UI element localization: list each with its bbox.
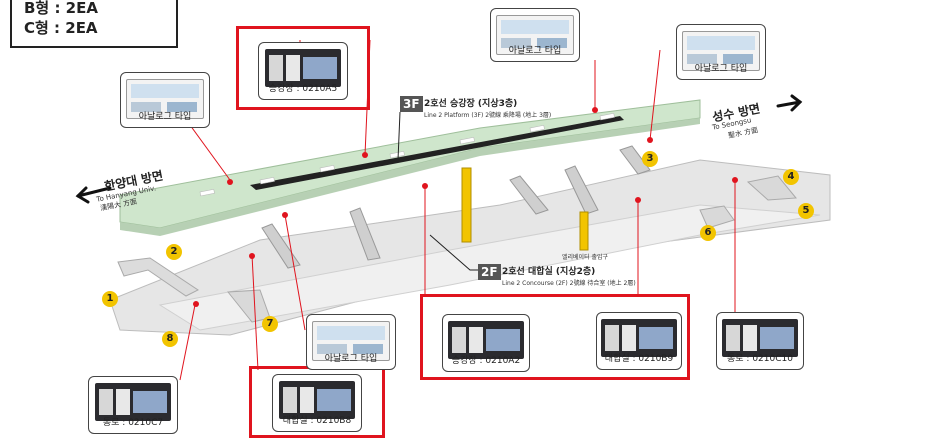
- monitor-thumbnail: [601, 319, 677, 357]
- elevator-entrance-label: 엘리베이터 출입구: [562, 254, 609, 261]
- exit-number: 8: [162, 331, 178, 347]
- card-concourse-0210B8[interactable]: 대합실 : 0210B8: [272, 374, 362, 432]
- card-passage-0210C10[interactable]: 통로 : 0210C10: [716, 312, 804, 370]
- card-platform-0210A2[interactable]: 승강장 : 0210A2: [442, 314, 530, 372]
- monitor-thumbnail: [722, 319, 798, 357]
- floor-2f-title: 2호선 대합실 (지상2층): [502, 267, 596, 277]
- exit-number: 3: [642, 151, 658, 167]
- legend-c-type: C형 : 2EA: [24, 19, 98, 37]
- stair-exit-6: [699, 205, 735, 229]
- card-label: 아날로그 타입: [324, 354, 378, 364]
- card-label: 통로 : 0210C10: [727, 354, 793, 364]
- highlight-box-0210A5: [236, 26, 370, 110]
- card-label: 통로 : 0210C7: [102, 418, 164, 428]
- card-analog-top-right[interactable]: 아날로그 타입: [676, 24, 766, 80]
- analog-board-thumbnail: [496, 15, 574, 55]
- analog-board-thumbnail: [126, 79, 204, 119]
- exit-number: 7: [262, 316, 278, 332]
- exit-number: 2: [166, 244, 182, 260]
- card-analog-bottom[interactable]: 아날로그 타입: [306, 314, 396, 370]
- card-platform-0210A5[interactable]: 승강장 : 0210A5: [258, 42, 348, 100]
- exit-number: 4: [783, 169, 799, 185]
- card-concourse-0210B9[interactable]: 대합실 : 0210B9: [596, 312, 682, 370]
- card-label: 승강장 : 0210A2: [451, 356, 521, 366]
- column-1: [261, 223, 301, 269]
- column-3: [509, 175, 549, 215]
- card-label: 대합실 : 0210B9: [604, 354, 674, 364]
- analog-board-thumbnail: [682, 31, 760, 71]
- elevator-shaft-1: [461, 167, 472, 243]
- stair-exit-1: [117, 257, 199, 297]
- floor-2f-tag: 2F: [478, 264, 501, 280]
- monitor-thumbnail: [265, 49, 341, 87]
- monitor-thumbnail: [448, 321, 524, 359]
- analog-board-thumbnail: [312, 321, 390, 361]
- card-label: 아날로그 타입: [508, 46, 562, 56]
- legend-box: B형 : 2EA C형 : 2EA: [10, 0, 178, 48]
- card-label: 아날로그 타입: [138, 112, 192, 122]
- legend-b-type: B형 : 2EA: [24, 0, 98, 17]
- column-4: [564, 165, 599, 215]
- column-2: [349, 207, 381, 261]
- column-5: [619, 145, 651, 175]
- monitor-thumbnail: [279, 381, 355, 419]
- floor-3f-subtitle: Line 2 Platform (3F) 2號線 乘降場 (地上 3層): [424, 112, 552, 119]
- card-analog-left[interactable]: 아날로그 타입: [120, 72, 210, 128]
- floor-2f-subtitle: Line 2 Concourse (2F) 2號線 待合室 (地上 2層): [502, 280, 636, 287]
- track-line: [250, 116, 624, 190]
- exit-number: 1: [102, 291, 118, 307]
- stair-exit-4: [746, 175, 797, 201]
- card-passage-0210C7[interactable]: 통로 : 0210C7: [88, 376, 178, 434]
- floor-3f-title: 2호선 승강장 (지상3층): [424, 99, 518, 109]
- card-label: 아날로그 타입: [694, 64, 748, 74]
- elevator-shaft-2: [579, 211, 589, 251]
- monitor-thumbnail: [95, 383, 171, 421]
- exit-number: 5: [798, 203, 814, 219]
- card-label: 대합실 : 0210B8: [282, 416, 352, 426]
- floor-3f-tag: 3F: [400, 96, 423, 112]
- platform-edge: [120, 118, 700, 236]
- exit-number: 6: [700, 225, 716, 241]
- card-analog-top-center[interactable]: 아날로그 타입: [490, 8, 580, 62]
- card-label: 승강장 : 0210A5: [268, 84, 338, 94]
- highlight-box-0210A2-0210B9: [420, 294, 690, 380]
